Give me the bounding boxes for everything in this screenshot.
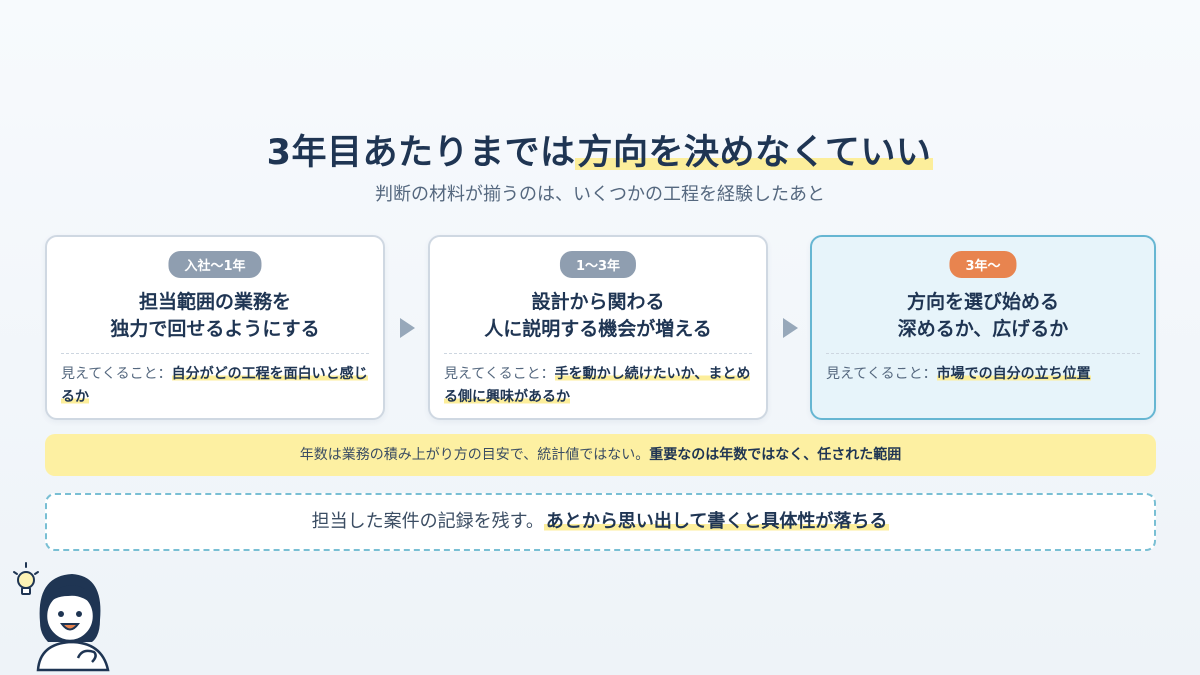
stage-title: 設計から関わる 人に説明する機会が増える <box>440 289 756 343</box>
stage-title-line: 設計から関わる <box>531 291 665 313</box>
card-divider <box>61 353 369 354</box>
stage-badge: 3年〜 <box>949 251 1017 278</box>
stage-title-line: 深めるか、広げるか <box>897 318 1069 340</box>
stage-title-line: 担当範囲の業務を <box>138 291 291 313</box>
title-highlight: 方向を決めなくていい <box>575 133 934 173</box>
triangle-right-icon <box>783 318 798 338</box>
stage-card-3: 3年〜 方向を選び始める 深めるか、広げるか 見えてくること：市場での自分の立ち… <box>810 235 1156 420</box>
card-divider <box>826 353 1140 354</box>
stage-note: 見えてくること：手を動かし続けたいか、まとめる側に興味があるか <box>444 363 754 409</box>
card-divider <box>444 353 752 354</box>
stage-badge: 1〜3年 <box>559 251 637 278</box>
banner-plain: 年数は業務の積み上がり方の目安で、統計値ではない。 <box>299 447 650 463</box>
note-label: 見えてくること： <box>444 366 555 382</box>
page-title: 3年目あたりまでは方向を決めなくていい <box>0 124 1200 175</box>
note-label: 見えてくること： <box>61 366 172 382</box>
stage-card-2: 1〜3年 設計から関わる 人に説明する機会が増える 見えてくること：手を動かし続… <box>428 235 768 420</box>
stage-title-line: 独力で回せるようにする <box>110 318 320 340</box>
tip-plain: 担当した案件の記録を残す。 <box>311 511 544 532</box>
stage-badge: 入社〜1年 <box>168 251 262 278</box>
page-subtitle: 判断の材料が揃うのは、いくつかの工程を経験したあと <box>375 184 825 205</box>
tip-bold: あとから思い出して書くと具体性が落ちる <box>543 511 890 532</box>
person-figure <box>36 574 110 672</box>
stage-title: 方向を選び始める 深めるか、広げるか <box>822 289 1144 343</box>
stage-title: 担当範囲の業務を 独力で回せるようにする <box>57 289 373 343</box>
stage-card-1: 入社〜1年 担当範囲の業務を 独力で回せるようにする 見えてくること：自分がどの… <box>45 235 385 420</box>
lightbulb-icon <box>13 562 39 595</box>
mascot-illustration <box>13 562 110 672</box>
banner-bold: 重要なのは年数ではなく、任された範囲 <box>649 447 902 463</box>
note-value: 市場での自分の立ち位置 <box>936 366 1091 382</box>
triangle-right-icon <box>400 318 415 338</box>
title-plain: 3年目あたりまでは <box>266 133 576 173</box>
stage-note: 見えてくること：自分がどの工程を面白いと感じるか <box>61 363 371 409</box>
note-label: 見えてくること： <box>826 366 937 382</box>
stage-note: 見えてくること：市場での自分の立ち位置 <box>826 363 1142 386</box>
stage-title-line: 方向を選び始める <box>906 291 1059 313</box>
summary-banner: 年数は業務の積み上がり方の目安で、統計値ではない。重要なのは年数ではなく、任され… <box>45 434 1156 476</box>
tip-box: 担当した案件の記録を残す。あとから思い出して書くと具体性が落ちる <box>45 493 1156 551</box>
stage-title-line: 人に説明する機会が増える <box>484 318 712 340</box>
